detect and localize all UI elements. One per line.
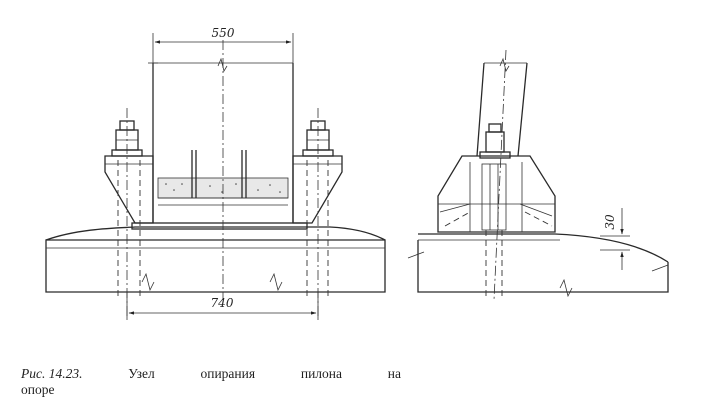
dim-base-width: 740 (211, 296, 234, 310)
left-gusset (104, 155, 154, 224)
caption-word: опирания (200, 366, 256, 381)
figure-number: Рис. 14.23. (21, 366, 83, 381)
technical-drawing: 550 740 (45, 26, 669, 320)
side-view: 30 (407, 49, 669, 301)
caption-word: на (387, 366, 401, 381)
inclined-pylon (476, 62, 528, 157)
dim-top-width: 550 (212, 26, 235, 40)
base-plate (131, 222, 308, 230)
figure-caption: Рис. 14.23. Узел опирания пилона на опор… (21, 366, 401, 398)
right-gusset (292, 155, 343, 224)
caption-word: Узел (128, 366, 155, 381)
left-anchor-bolt (111, 108, 143, 318)
right-anchor-bolt (302, 108, 334, 318)
support-slab-side (417, 240, 669, 293)
center-anchor-bolt (479, 123, 511, 300)
dim-side-offset: 30 (603, 214, 617, 230)
caption-word: пилона (300, 366, 342, 381)
support-slab-front (45, 239, 386, 293)
front-view: 550 740 (45, 26, 386, 320)
caption-line-2: опоре (21, 382, 55, 397)
